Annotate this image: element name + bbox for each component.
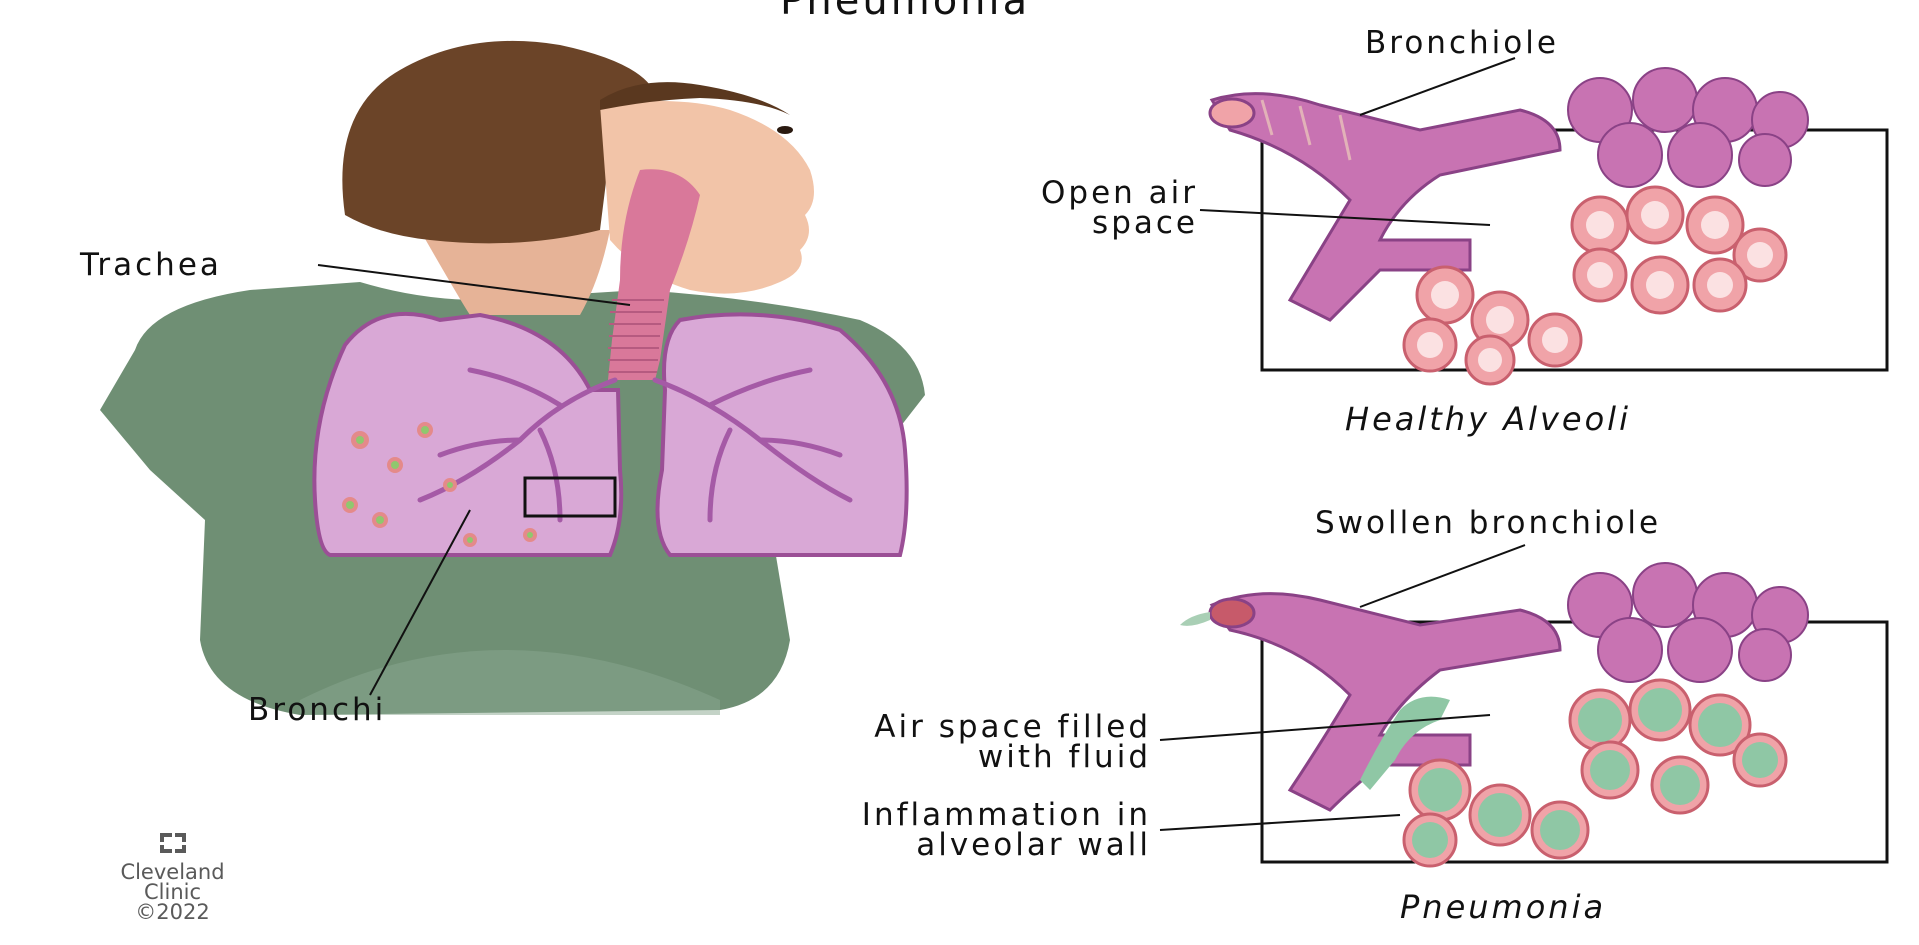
label-inflammation-line1: Inflammation in (861, 797, 1151, 833)
hair (342, 40, 650, 244)
label-trachea: Trachea (80, 247, 222, 283)
credit-line3: ©2022 (135, 900, 210, 924)
person-figure (100, 40, 925, 715)
trachea-shape (608, 169, 700, 380)
label-inflammation: Inflammation in alveolar wall (861, 797, 1151, 863)
label-swollen-bronchiole: Swollen bronchiole (1315, 505, 1662, 541)
label-open-air-line2: space (1092, 205, 1198, 241)
label-fluid-line2: with fluid (977, 739, 1151, 775)
caption-pneumonia: Pneumonia (1400, 888, 1607, 926)
label-inflammation-line2: alveolar wall (916, 827, 1151, 863)
cleveland-clinic-logo: Cleveland Clinic ©2022 (75, 833, 270, 924)
neck (420, 230, 610, 315)
label-fluid-line1: Air space filled (874, 709, 1151, 745)
label-bronchiole: Bronchiole (1365, 25, 1559, 61)
label-fluid: Air space filled with fluid (874, 709, 1151, 775)
pneumonia-alveoli-illustration (1180, 562, 1889, 868)
zoom-box (523, 476, 617, 518)
page-title: Pneumonia (780, 0, 1031, 24)
cleveland-clinic-mark-icon (159, 833, 186, 853)
healthy-alveoli-illustration (1208, 67, 1889, 386)
left-lung (312, 311, 624, 557)
credit-line1: Cleveland (120, 860, 225, 884)
label-open-air-space: Open air space (1040, 175, 1198, 241)
leader-lines (317, 57, 1526, 831)
credit-line2: Clinic (143, 880, 202, 904)
caption-healthy-alveoli: Healthy Alveoli (1345, 400, 1631, 438)
label-bronchi: Bronchi (248, 692, 387, 728)
label-open-air-line1: Open air (1040, 175, 1198, 211)
